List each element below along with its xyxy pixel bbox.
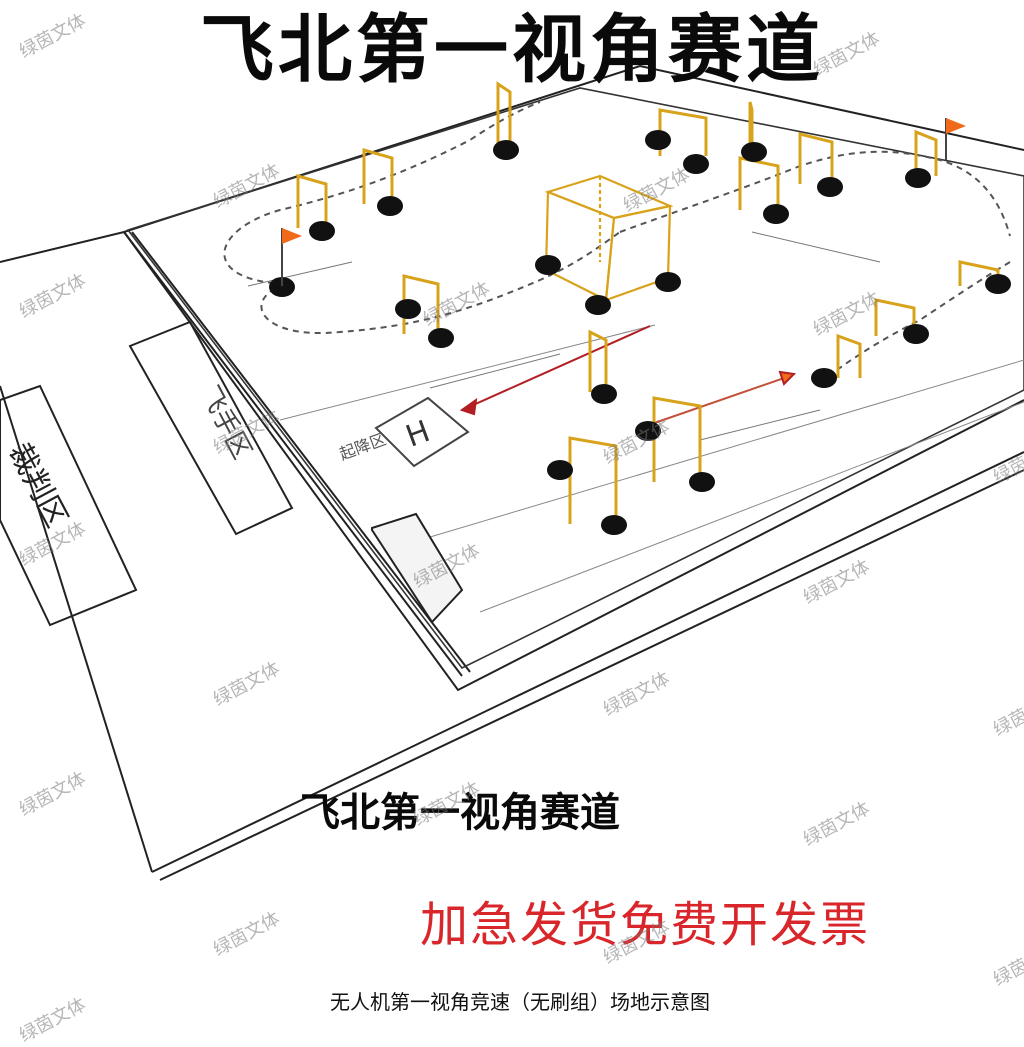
gate-icon <box>874 298 916 336</box>
gate-group <box>296 81 1000 524</box>
field-dimension-line-c <box>479 401 1024 613</box>
flag-icon <box>946 118 966 134</box>
promo-banner: 加急发货免费开发票 <box>420 897 871 953</box>
course-diagram: 裁判区 飞手区 H 起降区 <box>0 7 1024 1046</box>
flight-path-loop-left <box>223 101 541 285</box>
cone-base-icon <box>309 221 335 241</box>
red-arrow-right <box>639 375 791 429</box>
gate-icon <box>914 129 938 176</box>
flight-field <box>126 87 1024 670</box>
cone-base-icon <box>905 168 931 188</box>
cube-front <box>544 190 616 302</box>
helipad-square <box>374 396 470 468</box>
gate-icon <box>362 148 394 204</box>
cone-base-icon <box>985 274 1011 294</box>
page-title: 飞北第一视角赛道 <box>200 7 824 93</box>
cone-base-icon <box>535 255 561 275</box>
flight-path-right <box>619 150 1011 237</box>
cone-base-icon <box>547 460 573 480</box>
gate-icon <box>798 132 834 184</box>
takeoff-area-label: 起降区 <box>337 429 389 463</box>
gate-icon <box>588 329 608 392</box>
dim-arrow-d <box>751 231 881 263</box>
gate-icon <box>748 101 754 148</box>
cone-base-icon <box>601 515 627 535</box>
dim-arrow-c <box>699 409 821 441</box>
cone-base-icon <box>269 277 295 297</box>
outer-lane-2 <box>159 469 1024 881</box>
flight-path <box>223 101 1011 379</box>
cone-base-icon <box>645 130 671 150</box>
gate-icon <box>738 156 780 210</box>
cone-base-icon <box>428 328 454 348</box>
cone-base-icon <box>635 421 661 441</box>
pilot-area-box <box>128 320 294 536</box>
field-dimension-line-b <box>419 359 1024 541</box>
flag-icon <box>282 228 302 244</box>
red-arrowhead-left <box>459 397 478 416</box>
flag-group <box>281 118 966 286</box>
cone-base-icon <box>395 299 421 319</box>
cone-base-icon <box>741 142 767 162</box>
cone-base-icon <box>655 272 681 292</box>
gate-icon <box>836 333 862 378</box>
takeoff-zone: H 起降区 <box>337 396 470 624</box>
flight-path-return <box>825 261 1011 379</box>
red-arrowhead-right <box>778 370 797 386</box>
flight-path-lower-left <box>260 231 621 335</box>
cone-base-icon <box>817 177 843 197</box>
red-arrow-left <box>461 325 651 411</box>
dim-arrow-a <box>247 261 353 287</box>
base-group <box>269 130 1011 535</box>
diagram-caption: 无人机第一视角竞速（无刷组）场地示意图 <box>330 990 710 1014</box>
gate-icon <box>652 396 702 482</box>
start-box <box>371 512 464 624</box>
outer-left-line <box>0 230 1024 692</box>
diagram-subtitle: 飞北第一视角赛道 <box>300 790 620 836</box>
cone-base-icon <box>377 196 403 216</box>
field-inner-edge-2 <box>131 231 471 673</box>
cone-base-icon <box>811 368 837 388</box>
gate-icon <box>296 174 328 228</box>
cone-base-icon <box>591 384 617 404</box>
dim-arrow-b <box>429 353 561 389</box>
red-arrows <box>459 325 797 429</box>
gate-icon <box>496 81 512 148</box>
judge-area: 裁判区 <box>0 384 138 627</box>
field-inner-edge <box>123 231 463 677</box>
field-dimension-line-a <box>279 324 656 421</box>
field-boundary <box>0 64 1024 881</box>
judge-area-label: 裁判区 <box>1 437 74 533</box>
gate-icon <box>568 436 618 524</box>
outer-lane-1 <box>151 451 1024 873</box>
cone-base-icon <box>493 140 519 160</box>
cone-base-icon <box>689 472 715 492</box>
cone-base-icon <box>903 324 929 344</box>
judge-area-box <box>0 384 138 627</box>
cone-base-icon <box>585 295 611 315</box>
cone-base-icon <box>683 154 709 174</box>
lower-left-edge <box>0 385 153 873</box>
track-layout-svg: 裁判区 飞手区 H 起降区 <box>0 64 1024 881</box>
dimension-arrows <box>247 231 881 441</box>
flight-field-outline <box>126 87 1024 670</box>
cone-base-icon <box>763 204 789 224</box>
helipad-icon: H <box>401 414 434 455</box>
